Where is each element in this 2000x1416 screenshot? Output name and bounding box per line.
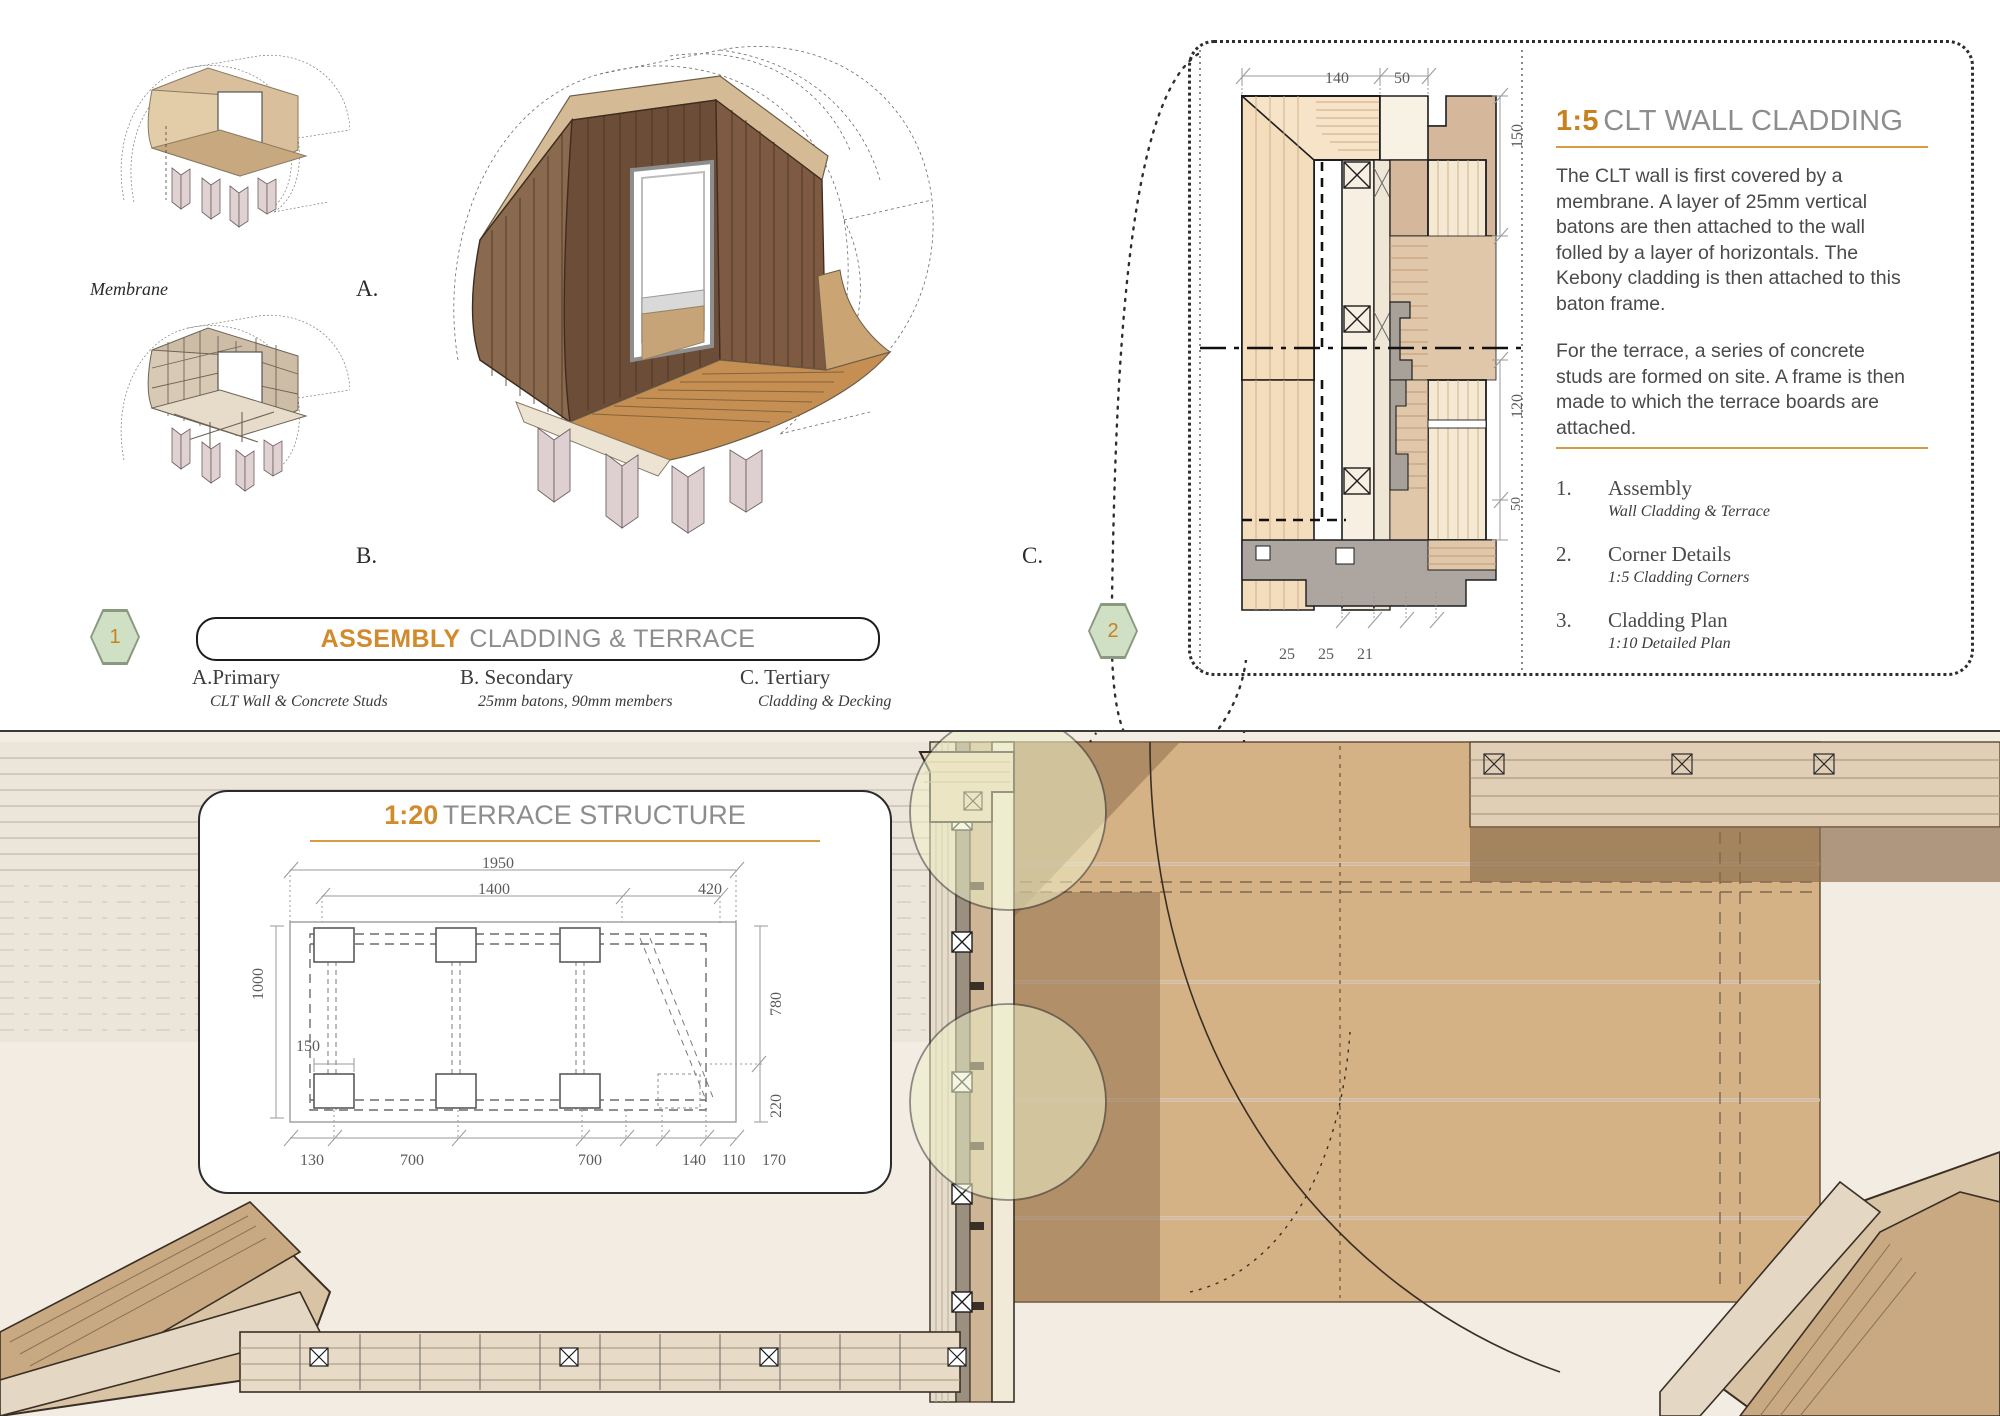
dim-detail-right-120: 120 [1509, 394, 1526, 418]
detail2-leader-lines [1110, 52, 1200, 740]
terrace-title-scale: 1:20 [384, 800, 439, 830]
dim-terrace-left-1000: 1000 [250, 968, 267, 1000]
legend-item-primary: A.Primary CLT Wall & Concrete Studs [192, 665, 388, 711]
dim-terrace-bottom-140: 140 [682, 1152, 706, 1169]
dim-detail-bottom-25a: 25 [1279, 646, 1295, 663]
terrace-title-rule [310, 840, 820, 842]
detail2-leader-line-down [1208, 660, 1248, 740]
upper-drawing-band: Membrane A. B. [90, 40, 1974, 740]
contents-title: Assembly [1608, 476, 1692, 500]
isometric-view-a [120, 54, 350, 228]
dim-terrace-bottom-700a: 700 [400, 1152, 424, 1169]
contents-item[interactable]: 2. Corner Details 1:5 Cladding Corners [1556, 542, 1928, 587]
clt-paragraph-1: The CLT wall is first covered by a membr… [1556, 165, 1901, 315]
dim-detail-top-50: 50 [1394, 70, 1410, 87]
dim-terrace-bottom-110: 110 [722, 1152, 746, 1169]
contents-item[interactable]: 1. Assembly Wall Cladding & Terrace [1556, 476, 1928, 521]
section-marker-2[interactable]: 2 [1088, 603, 1138, 659]
assembly-title-rest: CLADDING & TERRACE [469, 624, 756, 653]
contents-sub: Wall Cladding & Terrace [1608, 503, 1770, 520]
assembly-title-bar: ASSEMBLY CLADDING & TERRACE [196, 617, 880, 661]
terrace-structure-drawing [270, 861, 768, 1147]
clt-list-rule [1556, 447, 1928, 449]
section-marker-1-label: 1 [92, 612, 138, 662]
dim-detail-right-50: 50 [1509, 497, 1524, 511]
legend-item-secondary: B. Secondary 25mm batons, 90mm members [460, 665, 673, 711]
isometric-view-b [120, 314, 350, 492]
dim-detail-right-150: 150 [1509, 124, 1526, 148]
view-label-b: B. [356, 543, 378, 568]
legend-sub: 25mm batons, 90mm members [478, 693, 673, 710]
terrace-structure-card [198, 790, 892, 1194]
contents-number: 2. [1556, 542, 1572, 566]
dim-terrace-right-220: 220 [768, 1094, 785, 1118]
dim-detail-bottom-25b: 25 [1318, 646, 1334, 663]
dim-terrace-right-780: 780 [768, 992, 785, 1016]
section-marker-2-label: 2 [1090, 606, 1136, 656]
legend-label: B. Secondary [460, 665, 574, 689]
contents-sub: 1:10 Detailed Plan [1608, 635, 1731, 652]
legend-label: C. Tertiary [740, 665, 831, 689]
contents-title: Corner Details [1608, 542, 1732, 566]
dim-terrace-bottom-170: 170 [762, 1152, 786, 1169]
view-label-a: A. [356, 276, 379, 301]
legend-item-tertiary: C. Tertiary Cladding & Decking [740, 665, 891, 711]
contents-item[interactable]: 3. Cladding Plan 1:10 Detailed Plan [1556, 608, 1928, 653]
legend-sub: CLT Wall & Concrete Studs [210, 693, 388, 710]
contents-number: 1. [1556, 476, 1572, 500]
clt-title-rule [1556, 146, 1928, 148]
dim-terrace-left-150: 150 [296, 1038, 320, 1055]
clt-title-name: CLT WALL CLADDING [1603, 105, 1904, 137]
dim-terrace-bottom-130: 130 [300, 1152, 324, 1169]
dim-terrace-bottom-700b: 700 [578, 1152, 602, 1169]
contents-number: 3. [1556, 608, 1572, 632]
assembly-title-accent: ASSEMBLY [320, 624, 461, 653]
membrane-annotation: Membrane [90, 279, 168, 299]
legend-label: A.Primary [192, 665, 281, 689]
contents-sub: 1:5 Cladding Corners [1608, 569, 1750, 586]
clt-title-scale: 1:5 [1556, 105, 1599, 137]
dim-detail-top-140: 140 [1325, 70, 1349, 87]
terrace-title-name: TERRACE STRUCTURE [442, 800, 746, 830]
clt-panel-title: 1:5 CLT WALL CLADDING [1556, 105, 1946, 138]
clt-wall-section-drawing [1199, 50, 1523, 670]
dim-terrace-top-1400: 1400 [478, 881, 510, 898]
section-marker-1[interactable]: 1 [90, 609, 140, 665]
isometric-view-c [453, 46, 934, 534]
legend-sub: Cladding & Decking [758, 693, 892, 710]
terrace-card-title: 1:20 TERRACE STRUCTURE [355, 800, 775, 831]
dim-detail-bottom-21: 21 [1357, 646, 1373, 663]
clt-contents-list: 1. Assembly Wall Cladding & Terrace 2. C… [1556, 476, 1928, 674]
contents-title: Cladding Plan [1608, 608, 1728, 632]
clt-paragraph-2: For the terrace, a series of concrete st… [1556, 340, 1906, 439]
view-label-c: C. [1022, 543, 1044, 568]
dim-terrace-top-420: 420 [698, 881, 722, 898]
clt-body-text: The CLT wall is first covered by a membr… [1556, 164, 1916, 441]
dim-terrace-top-1950: 1950 [482, 855, 514, 872]
